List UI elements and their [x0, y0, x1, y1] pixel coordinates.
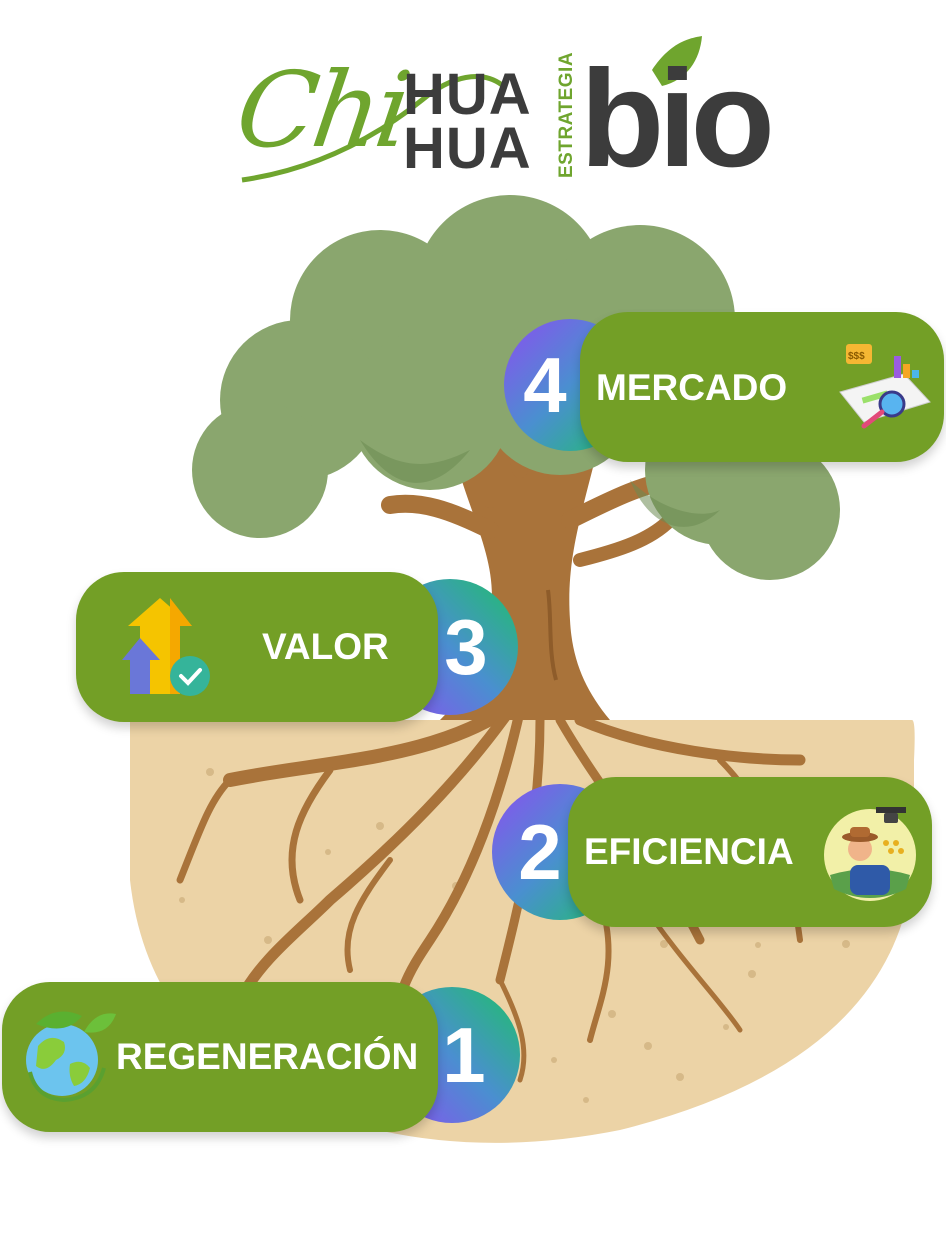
- logo-hua-top: HUA: [403, 62, 532, 127]
- step-1-label: REGENERACIÓN: [116, 1036, 419, 1077]
- logo-chi: Chi: [229, 49, 415, 171]
- step-4-pill: MERCADO $$$: [580, 312, 944, 462]
- step-2-pill: EFICIENCIA: [568, 777, 932, 927]
- market-analytics-icon: $$$: [839, 344, 931, 429]
- step-4-number: 4: [523, 341, 567, 429]
- step-3-number: 3: [444, 603, 488, 691]
- step-2-label: EFICIENCIA: [584, 831, 794, 872]
- logo-swoosh: [241, 36, 702, 183]
- soil-dots: [179, 768, 850, 1103]
- step-3-pill: VALOR: [76, 572, 438, 722]
- step-1-pill: REGENERACIÓN: [2, 982, 438, 1132]
- step-1-number: 1: [442, 1011, 486, 1099]
- step-2-number: 2: [518, 808, 562, 896]
- earth-leaf-icon: [26, 1011, 116, 1103]
- leaf-icon: [652, 36, 702, 86]
- svg-text:$$$: $$$: [848, 351, 865, 362]
- step-3-label: VALOR: [262, 626, 389, 667]
- growth-arrows-check-icon: [122, 598, 210, 696]
- step-4-label: MERCADO: [596, 367, 788, 408]
- logo-hua-bottom: HUA: [403, 116, 532, 181]
- logo-bio: bio: [580, 42, 775, 196]
- tree-trunk: [440, 440, 610, 720]
- farmer-drone-icon: [824, 807, 916, 901]
- logo-estrategia: ESTRATEGIA: [556, 51, 577, 178]
